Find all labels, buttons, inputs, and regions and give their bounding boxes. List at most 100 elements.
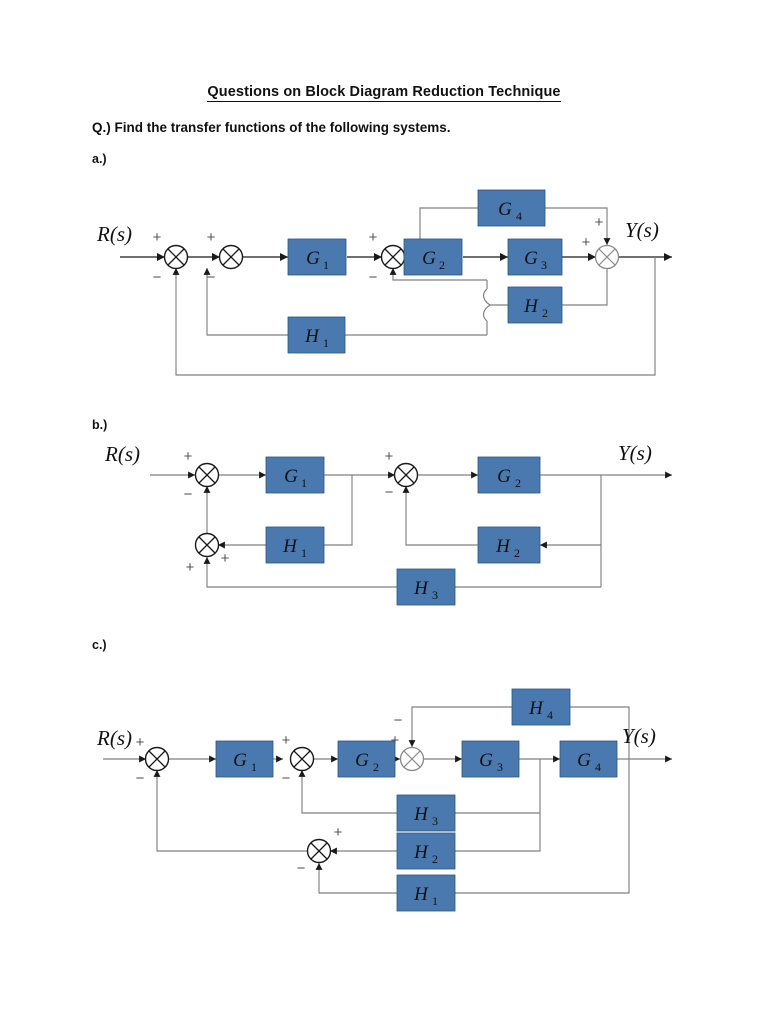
h1-feedback-path: [315, 759, 630, 894]
block-g3-label: G: [524, 248, 538, 269]
summing-junction-s1: [163, 244, 189, 270]
summing-junction-s3: [380, 244, 406, 270]
block-h1: H 1: [396, 874, 456, 912]
block-h1-label: H: [413, 884, 429, 905]
block-g3-sub: 3: [497, 760, 503, 774]
h2-feedback-path: [330, 813, 541, 855]
block-g1-label: G: [284, 466, 298, 487]
block-h4: H 4: [511, 688, 571, 726]
block-h4-sub: 4: [547, 708, 553, 722]
block-h1-sub: 1: [323, 336, 329, 350]
block-g2-label: G: [422, 248, 436, 269]
block-g4-label: G: [577, 750, 591, 771]
summing-junction-s4: [594, 244, 620, 270]
sign-c-s2-minus: −: [282, 770, 291, 787]
block-g2-label: G: [497, 466, 511, 487]
sign-s1-minus: −: [153, 269, 162, 286]
block-g3: G 3: [507, 238, 563, 276]
question-prompt: Q.) Find the transfer functions of the f…: [92, 120, 451, 135]
block-g1-label: G: [233, 750, 247, 771]
block-h1-label: H: [304, 326, 320, 347]
sign-b-s1-plus: +: [184, 448, 193, 465]
section-label-a: a.): [92, 152, 107, 166]
block-h2-label: H: [495, 536, 511, 557]
output-label-b: Y(s): [618, 441, 652, 465]
summing-junction-s2: [289, 746, 315, 772]
outer-feedback-path: [172, 257, 656, 376]
input-label-c: R(s): [96, 726, 132, 750]
block-h2-sub: 2: [514, 546, 520, 560]
block-h2: H 2: [507, 286, 563, 324]
inner-summer-to-main-wire: [153, 770, 307, 852]
sign-s2-minus: −: [207, 269, 216, 286]
block-g3-sub: 3: [541, 258, 547, 272]
page-title: Questions on Block Diagram Reduction Tec…: [0, 84, 768, 102]
block-g2: G 2: [403, 238, 463, 276]
block-diagram-b: + − + + + − G 1 G 2 H 1: [0, 435, 768, 630]
block-g4: G 4: [477, 189, 546, 227]
sign-c-s4-minus: −: [297, 860, 306, 877]
block-h1-label: H: [282, 536, 298, 557]
block-h2: H 2: [477, 526, 541, 564]
output-label-c: Y(s): [622, 724, 656, 748]
block-h2-label: H: [523, 296, 539, 317]
block-h3: H 3: [396, 794, 456, 832]
sign-c-s3-plus: +: [391, 732, 400, 749]
block-g4-sub: 4: [516, 209, 522, 223]
block-g2-sub: 2: [373, 760, 379, 774]
sign-b-s3-minus: −: [385, 484, 394, 501]
sign-s1-plus: +: [153, 229, 162, 246]
block-h2: H 2: [396, 832, 456, 870]
block-h4-label: H: [528, 698, 544, 719]
page-title-text: Questions on Block Diagram Reduction Tec…: [207, 84, 561, 102]
summing-junction-s4: [306, 838, 332, 864]
sign-b-s1-minus: −: [184, 486, 193, 503]
input-label-b: R(s): [104, 442, 140, 466]
block-h3: H 3: [396, 568, 456, 606]
block-h3-sub: 3: [432, 588, 438, 602]
output-label-a: Y(s): [625, 218, 659, 242]
block-g2-sub: 2: [515, 476, 521, 490]
block-g1-sub: 1: [323, 258, 329, 272]
block-g1: G 1: [215, 740, 274, 778]
sign-c-s3-minus: −: [394, 712, 403, 729]
block-h3-label: H: [413, 804, 429, 825]
summing-junction-s1: [144, 746, 170, 772]
sign-s3-minus: −: [369, 269, 378, 286]
summing-junction-s2: [218, 244, 244, 270]
block-h1: H 1: [265, 526, 325, 564]
block-h2-sub: 2: [542, 306, 548, 320]
summing-junction-s1: [194, 462, 220, 488]
block-g1-label: G: [306, 248, 320, 269]
h2-feedback-path: [389, 257, 608, 335]
block-h1: H 1: [287, 316, 346, 354]
block-g1-sub: 1: [251, 760, 257, 774]
block-g3-label: G: [479, 750, 493, 771]
block-g2-sub: 2: [439, 258, 445, 272]
h1-feedback-path: [218, 475, 353, 549]
sign-s4-plus-top: +: [595, 214, 604, 231]
sign-b-s2-plus-bottom: +: [186, 559, 195, 576]
block-g1: G 1: [265, 456, 325, 494]
block-g2-label: G: [355, 750, 369, 771]
h3-feedback-path: [203, 545, 602, 588]
block-g4-sub: 4: [595, 760, 601, 774]
block-g2: G 2: [337, 740, 396, 778]
sign-s3-plus: +: [369, 229, 378, 246]
block-h1-sub: 1: [432, 894, 438, 908]
sign-s4-plus-left: +: [582, 234, 591, 251]
block-diagram-c: + − + − + − + − G 1 G 2 G 3: [0, 655, 768, 920]
sign-c-s1-plus: +: [136, 734, 145, 751]
sign-b-s3-plus: +: [385, 448, 394, 465]
block-diagram-a: + − + − + − + + G 1 G 2 G 3: [0, 175, 768, 405]
summing-junction-s3: [399, 746, 425, 772]
section-label-c: c.): [92, 638, 107, 652]
sign-s2-plus: +: [207, 229, 216, 246]
block-g4-label: G: [498, 199, 512, 220]
block-g1-sub: 1: [301, 476, 307, 490]
summing-junction-s2: [194, 532, 220, 558]
h4-feedback-path: [408, 706, 630, 759]
block-h3-sub: 3: [432, 814, 438, 828]
sign-b-s2-plus-right: +: [221, 550, 230, 567]
